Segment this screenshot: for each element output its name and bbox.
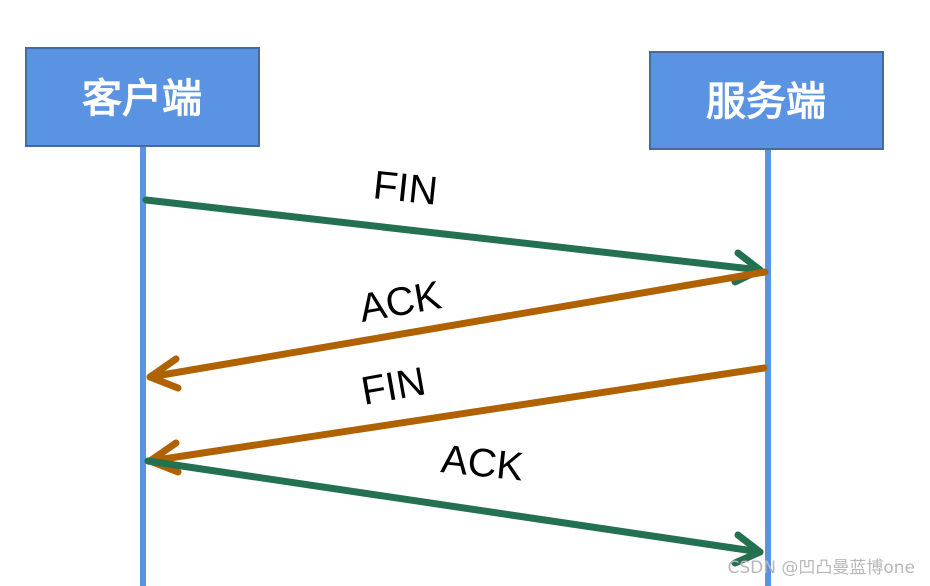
message-2-label: ACK bbox=[356, 273, 445, 331]
server-label: 服务端 bbox=[706, 79, 826, 125]
message-3-label: FIN bbox=[358, 359, 429, 414]
client-label: 客户端 bbox=[82, 76, 202, 122]
message-4-label: ACK bbox=[439, 437, 526, 489]
server-box: 服务端 bbox=[649, 51, 884, 150]
watermark: CSDN @凹凸曼蓝博one bbox=[727, 558, 915, 578]
message-1-label: FIN bbox=[371, 163, 440, 213]
message-2-ack-arrow bbox=[146, 268, 769, 392]
message-1-fin-arrow bbox=[142, 196, 764, 286]
client-box: 客户端 bbox=[25, 47, 260, 147]
message-4-ack-arrow bbox=[144, 457, 764, 567]
